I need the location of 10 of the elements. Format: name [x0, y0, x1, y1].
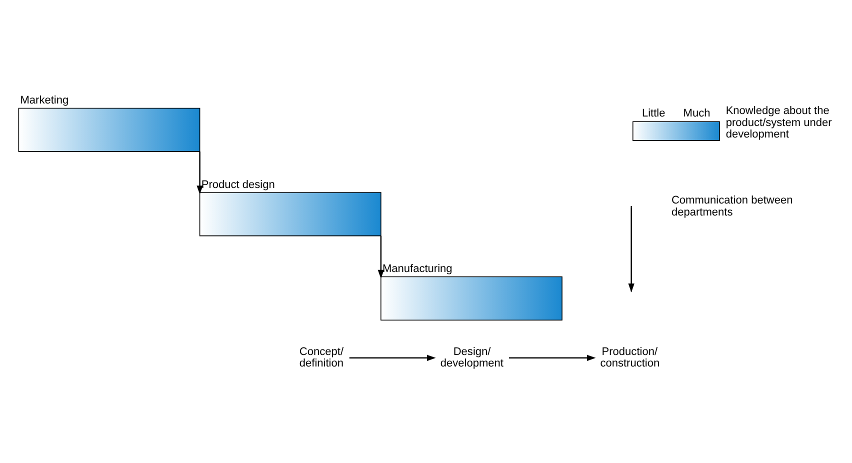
legend-label: Knowledge about the product/system under development — [726, 104, 832, 141]
node-text: Concept/ definition — [299, 346, 344, 370]
node-label: Product design — [201, 178, 275, 191]
node-text: Production/ construction — [600, 346, 660, 370]
legend-label: Communication between departments — [671, 194, 793, 219]
node-label: Manufacturing — [382, 263, 452, 276]
label: Much — [683, 107, 710, 120]
node-label: Marketing — [20, 94, 69, 107]
node-text: Design/ development — [440, 346, 504, 370]
label: Little — [642, 107, 666, 120]
